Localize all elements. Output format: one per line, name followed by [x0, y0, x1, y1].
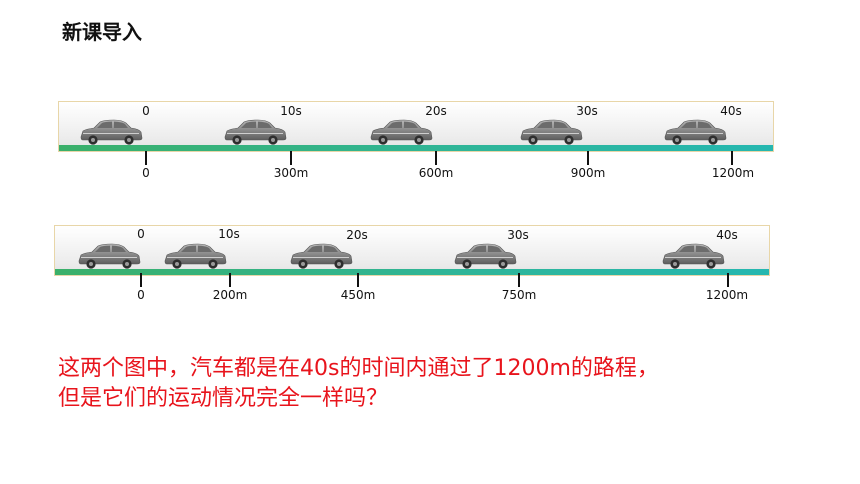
- track-strip: [58, 101, 774, 152]
- distance-tick: [290, 151, 292, 165]
- time-label-0: 0: [142, 104, 150, 118]
- time-label-20s: 20s: [425, 104, 447, 118]
- car-icon: [76, 242, 142, 270]
- distance-tick: [731, 151, 733, 165]
- question-line-2: 但是它们的运动情况完全一样吗？: [58, 386, 389, 411]
- car-icon: [162, 242, 228, 270]
- distance-label-1200m: 1200m: [711, 166, 755, 180]
- distance-tick: [587, 151, 589, 165]
- time-label-10s: 10s: [218, 227, 240, 241]
- car-icon: [368, 118, 434, 146]
- distance-label-0: 0: [137, 288, 145, 302]
- distance-label-750m: 750m: [501, 288, 537, 302]
- time-label-10s: 10s: [280, 104, 302, 118]
- time-label-30s: 30s: [507, 228, 529, 242]
- distance-label-600m: 600m: [418, 166, 454, 180]
- track-strip: [54, 225, 770, 276]
- distance-tick: [357, 273, 359, 287]
- distance-label-900m: 900m: [570, 166, 606, 180]
- distance-tick: [229, 273, 231, 287]
- distance-tick: [145, 151, 147, 165]
- road: [59, 145, 773, 151]
- time-label-30s: 30s: [576, 104, 598, 118]
- time-label-40s: 40s: [720, 104, 742, 118]
- distance-tick: [727, 273, 729, 287]
- distance-label-1200m: 1200m: [705, 288, 749, 302]
- distance-tick: [435, 151, 437, 165]
- car-icon: [78, 118, 144, 146]
- car-icon: [452, 242, 518, 270]
- distance-label-300m: 300m: [273, 166, 309, 180]
- question-line-1: 这两个图中，汽车都是在40s的时间内通过了1200m的路程，: [58, 356, 659, 381]
- distance-tick: [140, 273, 142, 287]
- car-icon: [660, 242, 726, 270]
- time-label-0: 0: [137, 227, 145, 241]
- time-label-40s: 40s: [716, 228, 738, 242]
- road: [55, 269, 769, 275]
- distance-label-0: 0: [142, 166, 150, 180]
- car-icon: [222, 118, 288, 146]
- car-icon: [662, 118, 728, 146]
- distance-tick: [518, 273, 520, 287]
- car-icon: [288, 242, 354, 270]
- distance-label-200m: 200m: [212, 288, 248, 302]
- time-label-20s: 20s: [346, 228, 368, 242]
- page-title: 新课导入: [62, 20, 142, 44]
- car-icon: [518, 118, 584, 146]
- question-text: 这两个图中，汽车都是在40s的时间内通过了1200m的路程， 但是它们的运动情况…: [58, 354, 838, 414]
- distance-label-450m: 450m: [340, 288, 376, 302]
